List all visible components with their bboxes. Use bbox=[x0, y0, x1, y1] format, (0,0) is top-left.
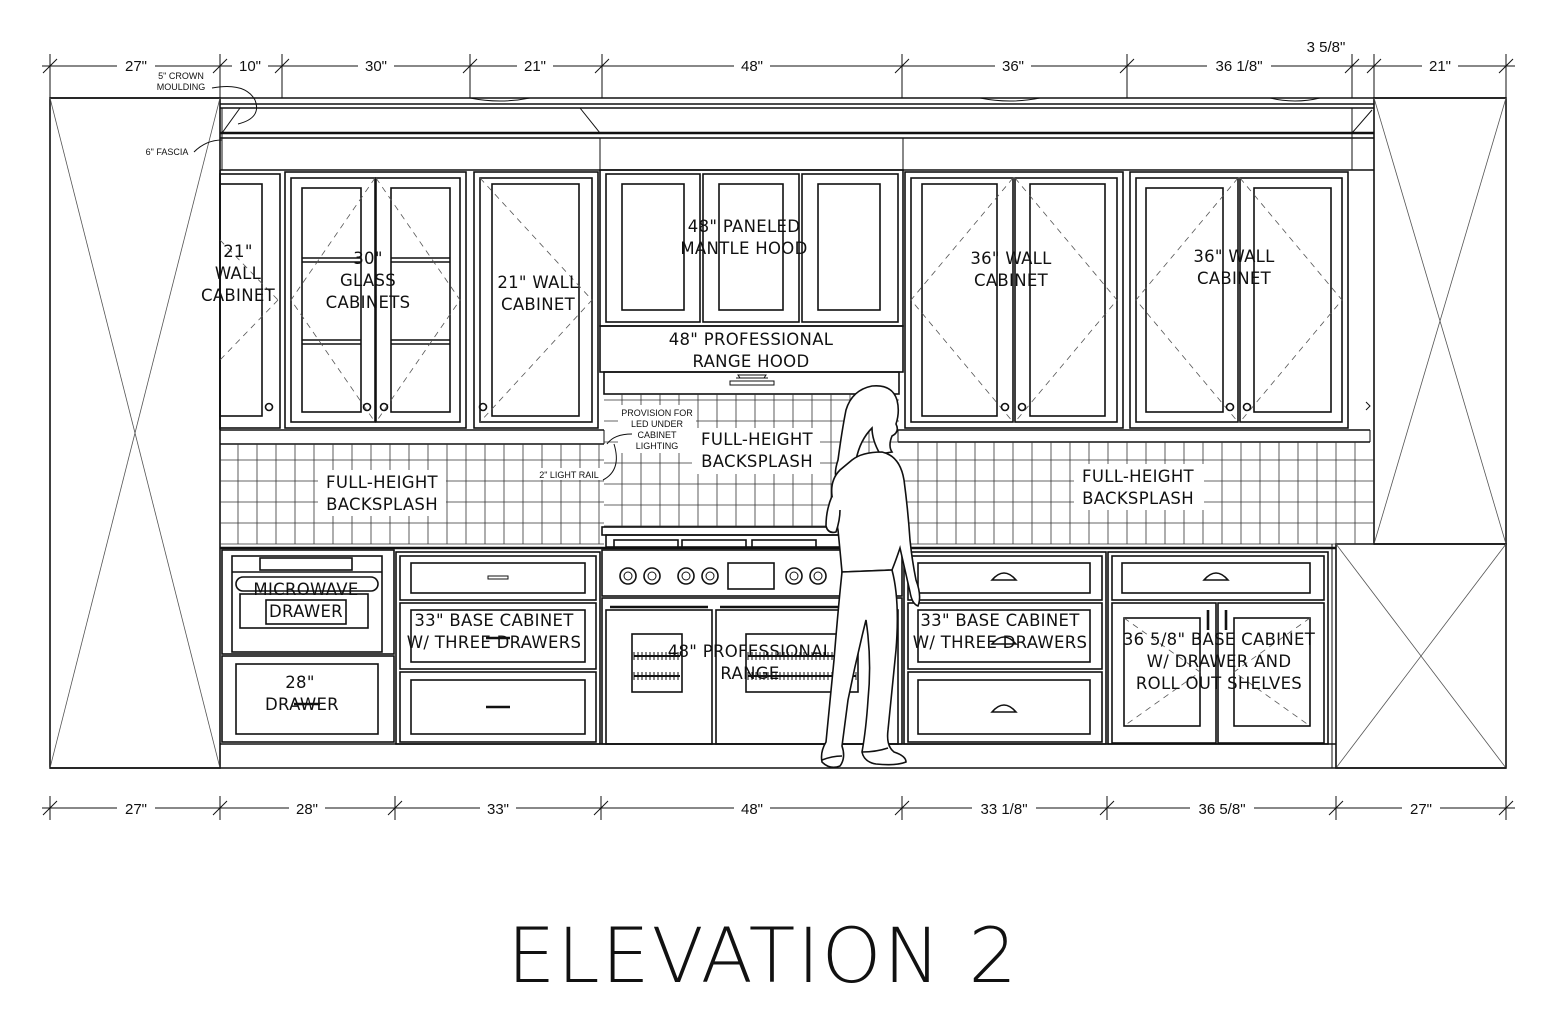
top-dimension-line: 27" 10" 30" 21" 48" 36" 36 1/8" 3 5/8" 2… bbox=[42, 39, 1515, 98]
label-base33-right-2: W/ THREE DRAWERS bbox=[913, 633, 1088, 652]
light-rail-note-text: 2" LIGHT RAIL bbox=[539, 470, 599, 480]
label-range-2: RANGE bbox=[720, 664, 779, 683]
fascia-note-text: 6" FASCIA bbox=[146, 147, 189, 157]
wall-cabinet-36-b bbox=[1129, 171, 1371, 429]
top-dim-7: 36 1/8" bbox=[1215, 58, 1262, 75]
top-dim-4: 21" bbox=[524, 58, 546, 75]
label-base36-2: W/ DRAWER AND bbox=[1147, 652, 1292, 671]
label-backsplash-right-2: BACKSPLASH bbox=[1082, 489, 1194, 508]
right-tall-panel bbox=[1373, 97, 1507, 545]
label-microwave-1: MICROWAVE bbox=[253, 580, 358, 599]
label-base33-right-1: 33" BASE CABINET bbox=[920, 611, 1080, 630]
bottom-dim-3: 33" bbox=[487, 801, 509, 818]
label-wall36-a-1: 36" WALL bbox=[970, 249, 1052, 268]
crown-note: 5" CROWN MOULDING bbox=[157, 71, 258, 125]
professional-range bbox=[601, 526, 903, 745]
wall-cabinet-21-right bbox=[473, 171, 599, 429]
bottom-dim-5: 33 1/8" bbox=[980, 801, 1027, 818]
label-wall36-b-1: 36" WALL bbox=[1193, 247, 1275, 266]
led-note-line1: PROVISION FOR bbox=[621, 408, 693, 418]
label-wall21-left-1: 21" bbox=[223, 242, 253, 261]
label-backsplash-left-2: BACKSPLASH bbox=[326, 495, 438, 514]
label-glass30-3: CABINETS bbox=[326, 293, 411, 312]
led-note-line3: CABINET bbox=[637, 430, 677, 440]
label-base36-1: 36 5/8" BASE CABINET bbox=[1123, 630, 1316, 649]
base-cabinet-33-left bbox=[395, 551, 601, 745]
label-microwave-2: DRAWER bbox=[269, 602, 343, 621]
label-range-hood-1: 48" PROFESSIONAL bbox=[669, 330, 834, 349]
crown-note-line2: MOULDING bbox=[157, 82, 206, 92]
light-rail-note: 2" LIGHT RAIL bbox=[536, 443, 617, 481]
bottom-dim-6: 36 5/8" bbox=[1198, 801, 1245, 818]
wall-cabinet-36-a bbox=[904, 171, 1124, 429]
label-glass30-2: GLASS bbox=[340, 271, 396, 290]
label-base36-3: ROLL OUT SHELVES bbox=[1136, 674, 1302, 693]
label-wall36-a-2: CABINET bbox=[974, 271, 1049, 290]
bottom-dim-4: 48" bbox=[741, 801, 763, 818]
top-dim-3: 30" bbox=[365, 58, 387, 75]
crown-moulding bbox=[220, 97, 1374, 171]
top-dim-8: 3 5/8" bbox=[1307, 39, 1346, 56]
bottom-dim-2: 28" bbox=[296, 801, 318, 818]
label-drawer28-1: 28" bbox=[285, 673, 315, 692]
bottom-dimension-line: 27" 28" 33" 48" 33 1/8" 36 5/8" 27" bbox=[42, 796, 1515, 820]
range-hood bbox=[599, 325, 904, 395]
person-figure bbox=[820, 384, 921, 769]
microwave-column bbox=[221, 549, 395, 743]
label-wall36-b-2: CABINET bbox=[1197, 269, 1272, 288]
elevation-title: ELEVATION 2 bbox=[507, 911, 1019, 1000]
wall-cabinet-21-left bbox=[219, 173, 281, 429]
glass-cabinets-30 bbox=[284, 171, 467, 429]
label-backsplash-left-1: FULL-HEIGHT bbox=[326, 473, 439, 492]
label-backsplash-right-1: FULL-HEIGHT bbox=[1082, 467, 1195, 486]
top-dim-2: 10" bbox=[239, 58, 261, 75]
right-base-panel bbox=[1335, 543, 1507, 769]
label-mantle-2: MANTLE HOOD bbox=[680, 239, 807, 258]
label-base33-left-2: W/ THREE DRAWERS bbox=[407, 633, 582, 652]
label-base33-left-1: 33" BASE CABINET bbox=[414, 611, 574, 630]
label-range-hood-2: RANGE HOOD bbox=[693, 352, 810, 371]
label-wall21-right-1: 21" WALL bbox=[497, 273, 579, 292]
top-dim-6: 36" bbox=[1002, 58, 1024, 75]
bottom-dim-1: 27" bbox=[125, 801, 147, 818]
label-wall21-right-2: CABINET bbox=[501, 295, 576, 314]
cabinet-labels: 21" WALL CABINET 30" GLASS CABINETS 21" … bbox=[201, 217, 1316, 714]
led-note: PROVISION FOR LED UNDER CABINET LIGHTING bbox=[606, 405, 696, 453]
crown-note-line1: 5" CROWN bbox=[158, 71, 204, 81]
bottom-dim-7: 27" bbox=[1410, 801, 1432, 818]
base-cabinet-36 bbox=[1107, 544, 1333, 768]
label-wall21-left-3: CABINET bbox=[201, 286, 276, 305]
label-mantle-1: 48" PANELED bbox=[688, 217, 800, 236]
label-drawer28-2: DRAWER bbox=[265, 695, 339, 714]
label-backsplash-center-1: FULL-HEIGHT bbox=[701, 430, 814, 449]
fascia-note: 6" FASCIA bbox=[146, 139, 223, 157]
label-glass30-1: 30" bbox=[353, 249, 383, 268]
top-dim-9: 21" bbox=[1429, 58, 1451, 75]
label-backsplash-center-2: BACKSPLASH bbox=[701, 452, 813, 471]
label-wall21-left-2: WALL bbox=[215, 264, 262, 283]
led-note-line4: LIGHTING bbox=[636, 441, 679, 451]
led-note-line2: LED UNDER bbox=[631, 419, 684, 429]
top-dim-5: 48" bbox=[741, 58, 763, 75]
top-dim-1: 27" bbox=[125, 58, 147, 75]
label-range-1: 48" PROFESSIONAL bbox=[668, 642, 833, 661]
